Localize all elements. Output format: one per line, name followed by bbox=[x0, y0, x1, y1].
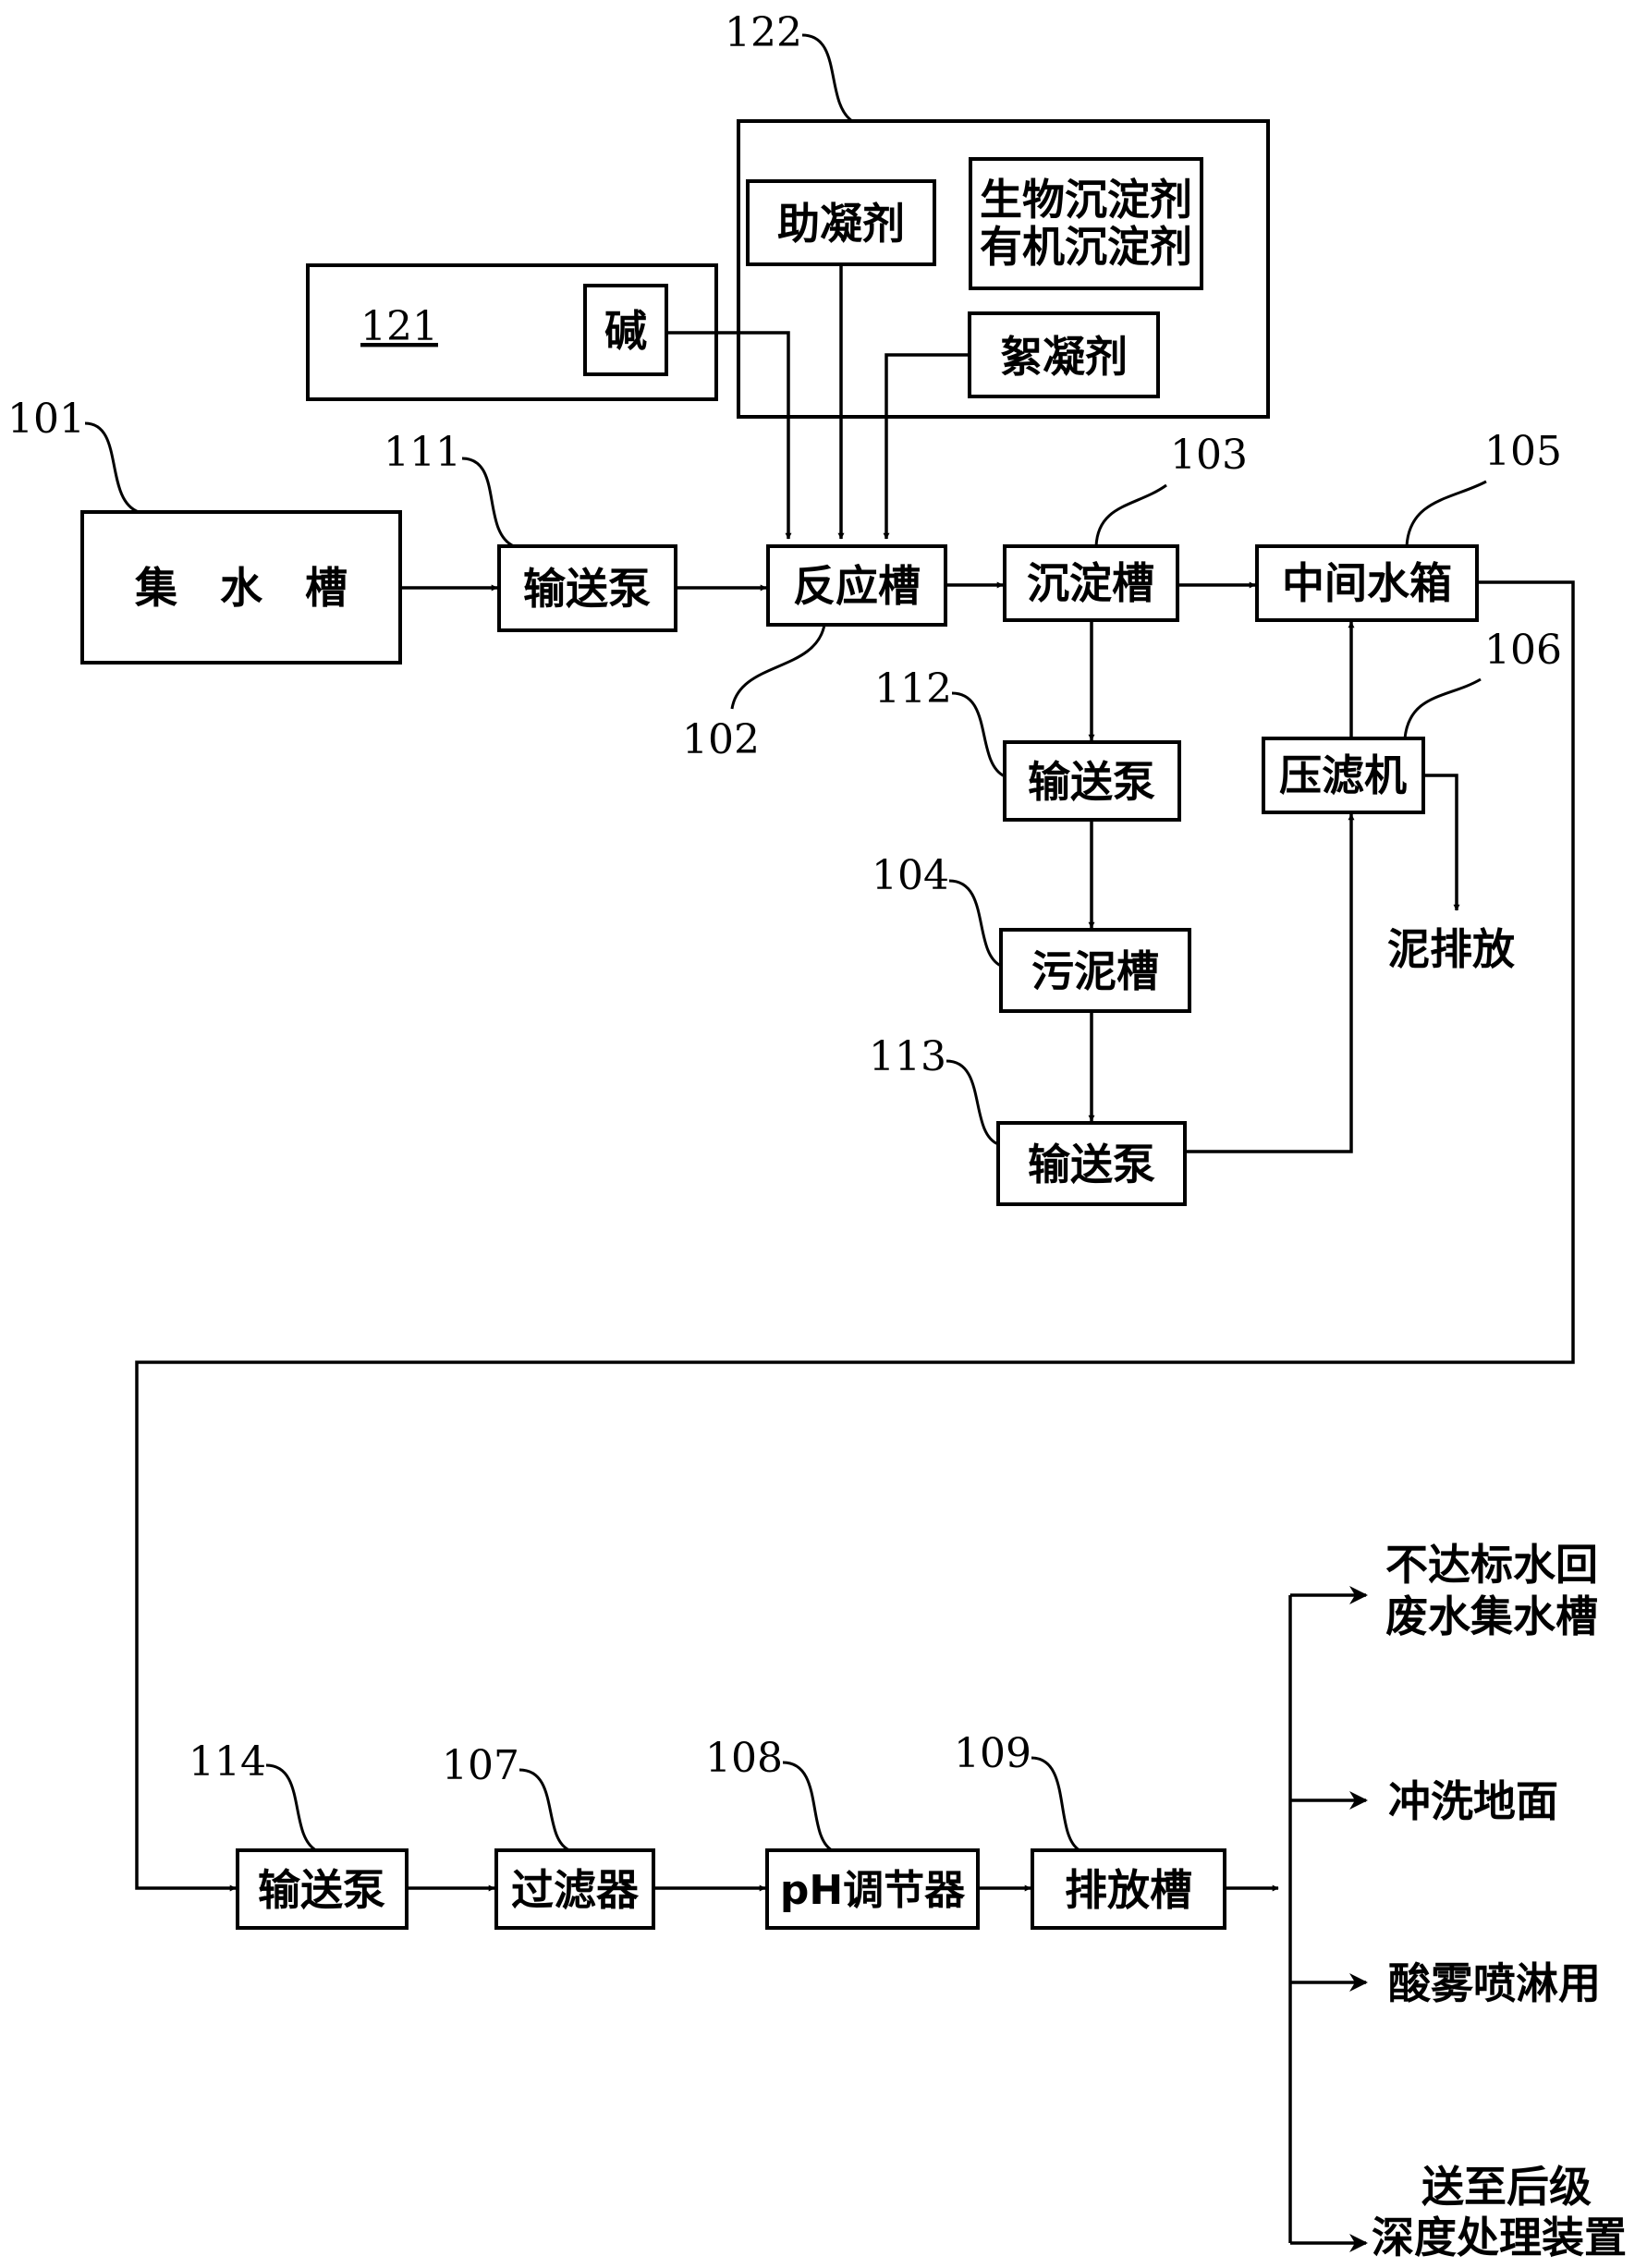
organic-precipitant-label: 有机沉淀剂 bbox=[980, 222, 1192, 272]
precipitant-box bbox=[969, 157, 1203, 290]
alkali-label: 碱 bbox=[604, 306, 647, 356]
leader-106 bbox=[1403, 677, 1482, 739]
ref-107: 107 bbox=[442, 1742, 519, 1789]
leader-111 bbox=[461, 457, 515, 548]
flow-pump113-to-press bbox=[1185, 813, 1355, 1153]
discharge-tank-label: 排放槽 bbox=[1065, 1865, 1192, 1915]
leader-105 bbox=[1405, 480, 1487, 547]
collection-tank-label: 集 水 槽 bbox=[134, 563, 348, 613]
output-4-line-1: 送至后级 bbox=[1421, 2162, 1592, 2212]
ref-113: 113 bbox=[869, 1033, 946, 1080]
leader-112 bbox=[951, 691, 1006, 778]
output-1-line-1: 不达标水回 bbox=[1385, 1540, 1598, 1590]
leader-107 bbox=[518, 1768, 570, 1852]
leader-103 bbox=[1094, 483, 1167, 547]
filter-press-label: 压滤机 bbox=[1279, 750, 1407, 800]
alkali-box bbox=[583, 284, 668, 376]
pump-112-label: 输送泵 bbox=[1028, 757, 1155, 807]
pump-114-label: 输送泵 bbox=[258, 1865, 385, 1915]
sludge-tank-label: 污泥槽 bbox=[1031, 946, 1159, 996]
intermediate-tank-box bbox=[1255, 544, 1479, 622]
output-3-label: 酸雾喷淋用 bbox=[1388, 1958, 1601, 2008]
ph-regulator-box bbox=[765, 1848, 980, 1930]
ref-112: 112 bbox=[874, 665, 952, 713]
ref-122: 122 bbox=[725, 9, 802, 56]
pump-113-box bbox=[996, 1121, 1187, 1206]
ref-109: 109 bbox=[954, 1730, 1031, 1777]
ref-104: 104 bbox=[872, 852, 949, 899]
ref-108: 108 bbox=[705, 1735, 783, 1782]
pump-113-label: 输送泵 bbox=[1028, 1140, 1155, 1189]
leader-113 bbox=[946, 1059, 999, 1146]
ref-101: 101 bbox=[7, 396, 85, 443]
flocculant-box bbox=[968, 311, 1160, 398]
leader-109 bbox=[1031, 1756, 1080, 1852]
sludge-tank-box bbox=[999, 928, 1191, 1013]
leader-102 bbox=[730, 624, 826, 710]
flow-press-to-mud bbox=[1423, 774, 1460, 911]
mud-discharge-label: 泥排放 bbox=[1387, 924, 1515, 974]
discharge-tank-box bbox=[1031, 1848, 1226, 1930]
ref-121: 121 bbox=[360, 303, 438, 350]
ref-111: 111 bbox=[384, 429, 461, 476]
ref-102: 102 bbox=[682, 716, 760, 763]
group-122-box bbox=[737, 119, 1270, 419]
leader-104 bbox=[948, 879, 1002, 968]
ref-105: 105 bbox=[1484, 428, 1562, 475]
alkali-feed-line bbox=[666, 331, 792, 540]
output-4-line-2: 深度处理装置 bbox=[1372, 2213, 1627, 2262]
bio-precipitant-label: 生物沉淀剂 bbox=[980, 175, 1192, 225]
reaction-tank-box bbox=[766, 544, 947, 627]
output-2-label: 冲洗地面 bbox=[1388, 1776, 1558, 1826]
flocculant-label: 絮凝剂 bbox=[1000, 332, 1128, 382]
flow-tank105-to-pump114 bbox=[135, 580, 1575, 1892]
coagulant-aid-label: 助凝剂 bbox=[777, 199, 905, 249]
leader-122 bbox=[801, 33, 853, 123]
leader-101 bbox=[84, 421, 140, 514]
filter-label: 过滤器 bbox=[511, 1865, 640, 1915]
output-1-line-2: 废水集水槽 bbox=[1385, 1591, 1598, 1641]
ref-103: 103 bbox=[1170, 432, 1248, 479]
flocculant-feed-line bbox=[883, 353, 970, 540]
settling-tank-label: 沉淀槽 bbox=[1027, 558, 1154, 608]
reaction-tank-label: 反应槽 bbox=[793, 561, 921, 611]
pump-111-label: 输送泵 bbox=[523, 564, 651, 614]
leader-108 bbox=[782, 1761, 833, 1852]
filter-box bbox=[494, 1848, 655, 1930]
pump-114-box bbox=[236, 1848, 409, 1930]
intermediate-tank-label: 中间水箱 bbox=[1282, 558, 1452, 608]
ref-106: 106 bbox=[1484, 627, 1562, 674]
leader-114 bbox=[265, 1763, 317, 1852]
settling-tank-box bbox=[1003, 544, 1179, 622]
ph-regulator-label: pH调节器 bbox=[780, 1867, 966, 1914]
ref-114: 114 bbox=[189, 1738, 266, 1786]
